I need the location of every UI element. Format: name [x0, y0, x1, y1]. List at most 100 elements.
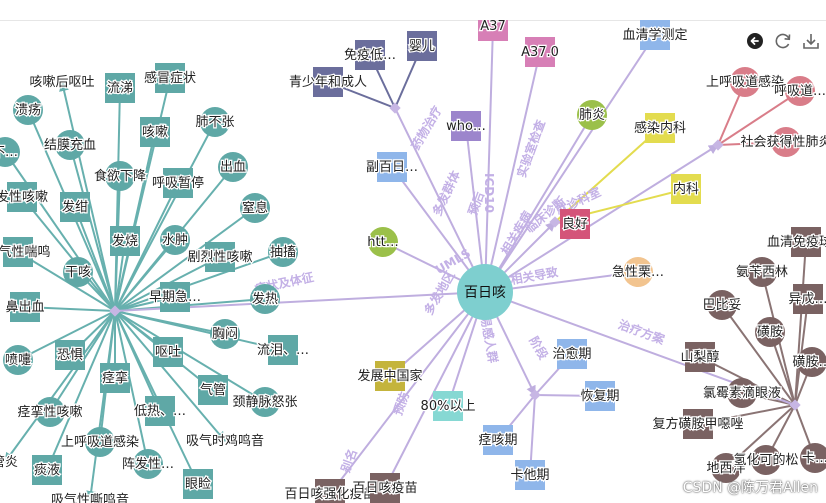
graph-node[interactable]: 咳嗽后呕吐 — [28, 74, 96, 92]
graph-node[interactable]: 磺胺 — [755, 317, 785, 347]
graph-node[interactable]: 感冒症状 — [143, 63, 197, 93]
graph-node[interactable]: 良好 — [560, 209, 590, 239]
graph-node[interactable]: 巴比妥 — [701, 290, 743, 320]
graph-node[interactable]: 气管 — [198, 375, 228, 405]
node-circle[interactable] — [105, 161, 135, 191]
node-circle[interactable] — [797, 347, 826, 377]
node-square[interactable] — [370, 473, 400, 503]
graph-node[interactable]: 吸气性嘶鸣音 — [50, 491, 131, 503]
graph-node[interactable]: 鼻出血 — [4, 292, 46, 322]
graph-node[interactable]: 发展中国家 — [356, 361, 424, 391]
node-square[interactable] — [153, 337, 183, 367]
node-square[interactable] — [640, 20, 670, 50]
graph-node[interactable]: 婴儿 — [407, 31, 437, 61]
node-circle[interactable] — [771, 127, 801, 157]
node-circle[interactable] — [755, 317, 785, 347]
node-square[interactable] — [183, 469, 213, 499]
graph-node[interactable]: 不… — [0, 137, 20, 167]
node-circle[interactable] — [35, 397, 65, 427]
node-square[interactable] — [110, 226, 140, 256]
graph-node[interactable]: 氢化可的松 — [732, 445, 800, 475]
graph-node[interactable]: 异戊… — [787, 284, 826, 314]
graph-node[interactable]: 百日咳 — [457, 264, 513, 320]
node-square[interactable] — [791, 227, 821, 257]
graph-node[interactable]: 痰液 — [32, 455, 62, 485]
node-square[interactable] — [560, 209, 590, 239]
graph-node[interactable]: 食欲下降 — [93, 161, 147, 191]
graph-node[interactable]: 流泪、… — [256, 335, 310, 365]
graph-node[interactable]: 剧烈性咳嗽 — [186, 242, 254, 272]
node-circle[interactable] — [200, 107, 230, 137]
graph-node[interactable]: 低热、… — [133, 396, 187, 426]
graph-node[interactable]: htt… — [366, 227, 400, 257]
graph-node[interactable]: 痉挛性咳嗽 — [16, 397, 84, 427]
graph-node[interactable]: 痉咳期 — [477, 425, 519, 455]
graph-node[interactable]: 卡他期 — [509, 460, 551, 490]
node-circle[interactable] — [730, 67, 760, 97]
graph-node[interactable]: 恢复期 — [579, 381, 621, 411]
graph-node[interactable]: 吸气性喘鸣 — [0, 237, 52, 267]
node-square[interactable] — [377, 152, 407, 182]
node-circle[interactable] — [785, 76, 815, 106]
node-square[interactable] — [525, 37, 555, 67]
node-square[interactable] — [433, 391, 463, 421]
graph-node[interactable]: 发热 — [250, 284, 280, 314]
graph-node[interactable]: 出血 — [218, 152, 248, 182]
node-circle[interactable] — [751, 445, 781, 475]
node-circle[interactable] — [63, 257, 93, 287]
graph-svg[interactable]: 症状及体征药物治疗多发群体实验室检查相关疾病就诊科室临床诊断相关导致多发地区治疗… — [0, 20, 826, 503]
graph-node[interactable]: 管炎 — [0, 454, 19, 472]
node-square[interactable] — [355, 40, 385, 70]
graph-node[interactable]: 治愈期 — [551, 339, 593, 369]
node-square[interactable] — [315, 479, 345, 503]
node-square[interactable] — [557, 339, 587, 369]
graph-node[interactable]: 胸闷 — [210, 319, 240, 349]
node-square[interactable] — [160, 282, 190, 312]
graph-node[interactable]: 百日咳强化疫苗 — [283, 479, 377, 503]
node-square[interactable] — [163, 168, 193, 198]
graph-node[interactable]: 干咳 — [63, 257, 93, 287]
graph-node[interactable]: A37.0 — [520, 37, 560, 67]
refresh-icon[interactable] — [772, 30, 794, 52]
graph-node[interactable]: 80%以上 — [419, 391, 477, 421]
graph-node[interactable]: 肺不张 — [194, 107, 236, 137]
node-circle[interactable] — [623, 257, 653, 287]
node-square[interactable] — [60, 192, 90, 222]
node-square[interactable] — [10, 292, 40, 322]
download-icon[interactable] — [800, 30, 822, 52]
node-circle[interactable] — [55, 130, 85, 160]
graph-node[interactable]: 抽搐 — [268, 237, 298, 267]
graph-node[interactable]: 社会获得性肺炎 — [739, 127, 826, 157]
node-circle[interactable] — [250, 387, 280, 417]
node-square[interactable] — [483, 425, 513, 455]
node-square[interactable] — [451, 111, 481, 141]
node-circle[interactable] — [85, 427, 115, 457]
graph-node[interactable]: A37 — [478, 20, 508, 41]
node-circle[interactable] — [250, 284, 280, 314]
node-square[interactable] — [683, 409, 713, 439]
node-square[interactable] — [100, 363, 130, 393]
graph-node[interactable]: 百日咳疫苗 — [351, 473, 419, 503]
graph-node[interactable]: 咳嗽 — [140, 117, 170, 147]
graph-node[interactable]: 痉挛 — [100, 363, 130, 393]
node-square[interactable] — [268, 335, 298, 365]
center-node[interactable] — [457, 264, 513, 320]
undo-icon[interactable] — [744, 30, 766, 52]
node-circle[interactable] — [240, 193, 270, 223]
graph-node[interactable]: 水肿 — [160, 225, 190, 255]
node-square[interactable] — [645, 113, 675, 143]
graph-node[interactable]: 结膜充血 — [43, 130, 97, 160]
node-square[interactable] — [478, 20, 508, 41]
graph-node[interactable]: 急性栗… — [611, 257, 665, 287]
graph-node[interactable]: 血清免疫球… — [766, 227, 826, 257]
node-square[interactable] — [793, 284, 823, 314]
node-circle[interactable] — [133, 449, 163, 479]
node-circle[interactable] — [577, 100, 607, 130]
graph-node[interactable]: 上呼吸道感染 — [705, 67, 785, 97]
node-square[interactable] — [7, 182, 37, 212]
node-circle[interactable] — [727, 378, 757, 408]
node-square[interactable] — [375, 361, 405, 391]
node-square[interactable] — [145, 396, 175, 426]
graph-node[interactable]: 氨苄西林 — [735, 257, 789, 287]
